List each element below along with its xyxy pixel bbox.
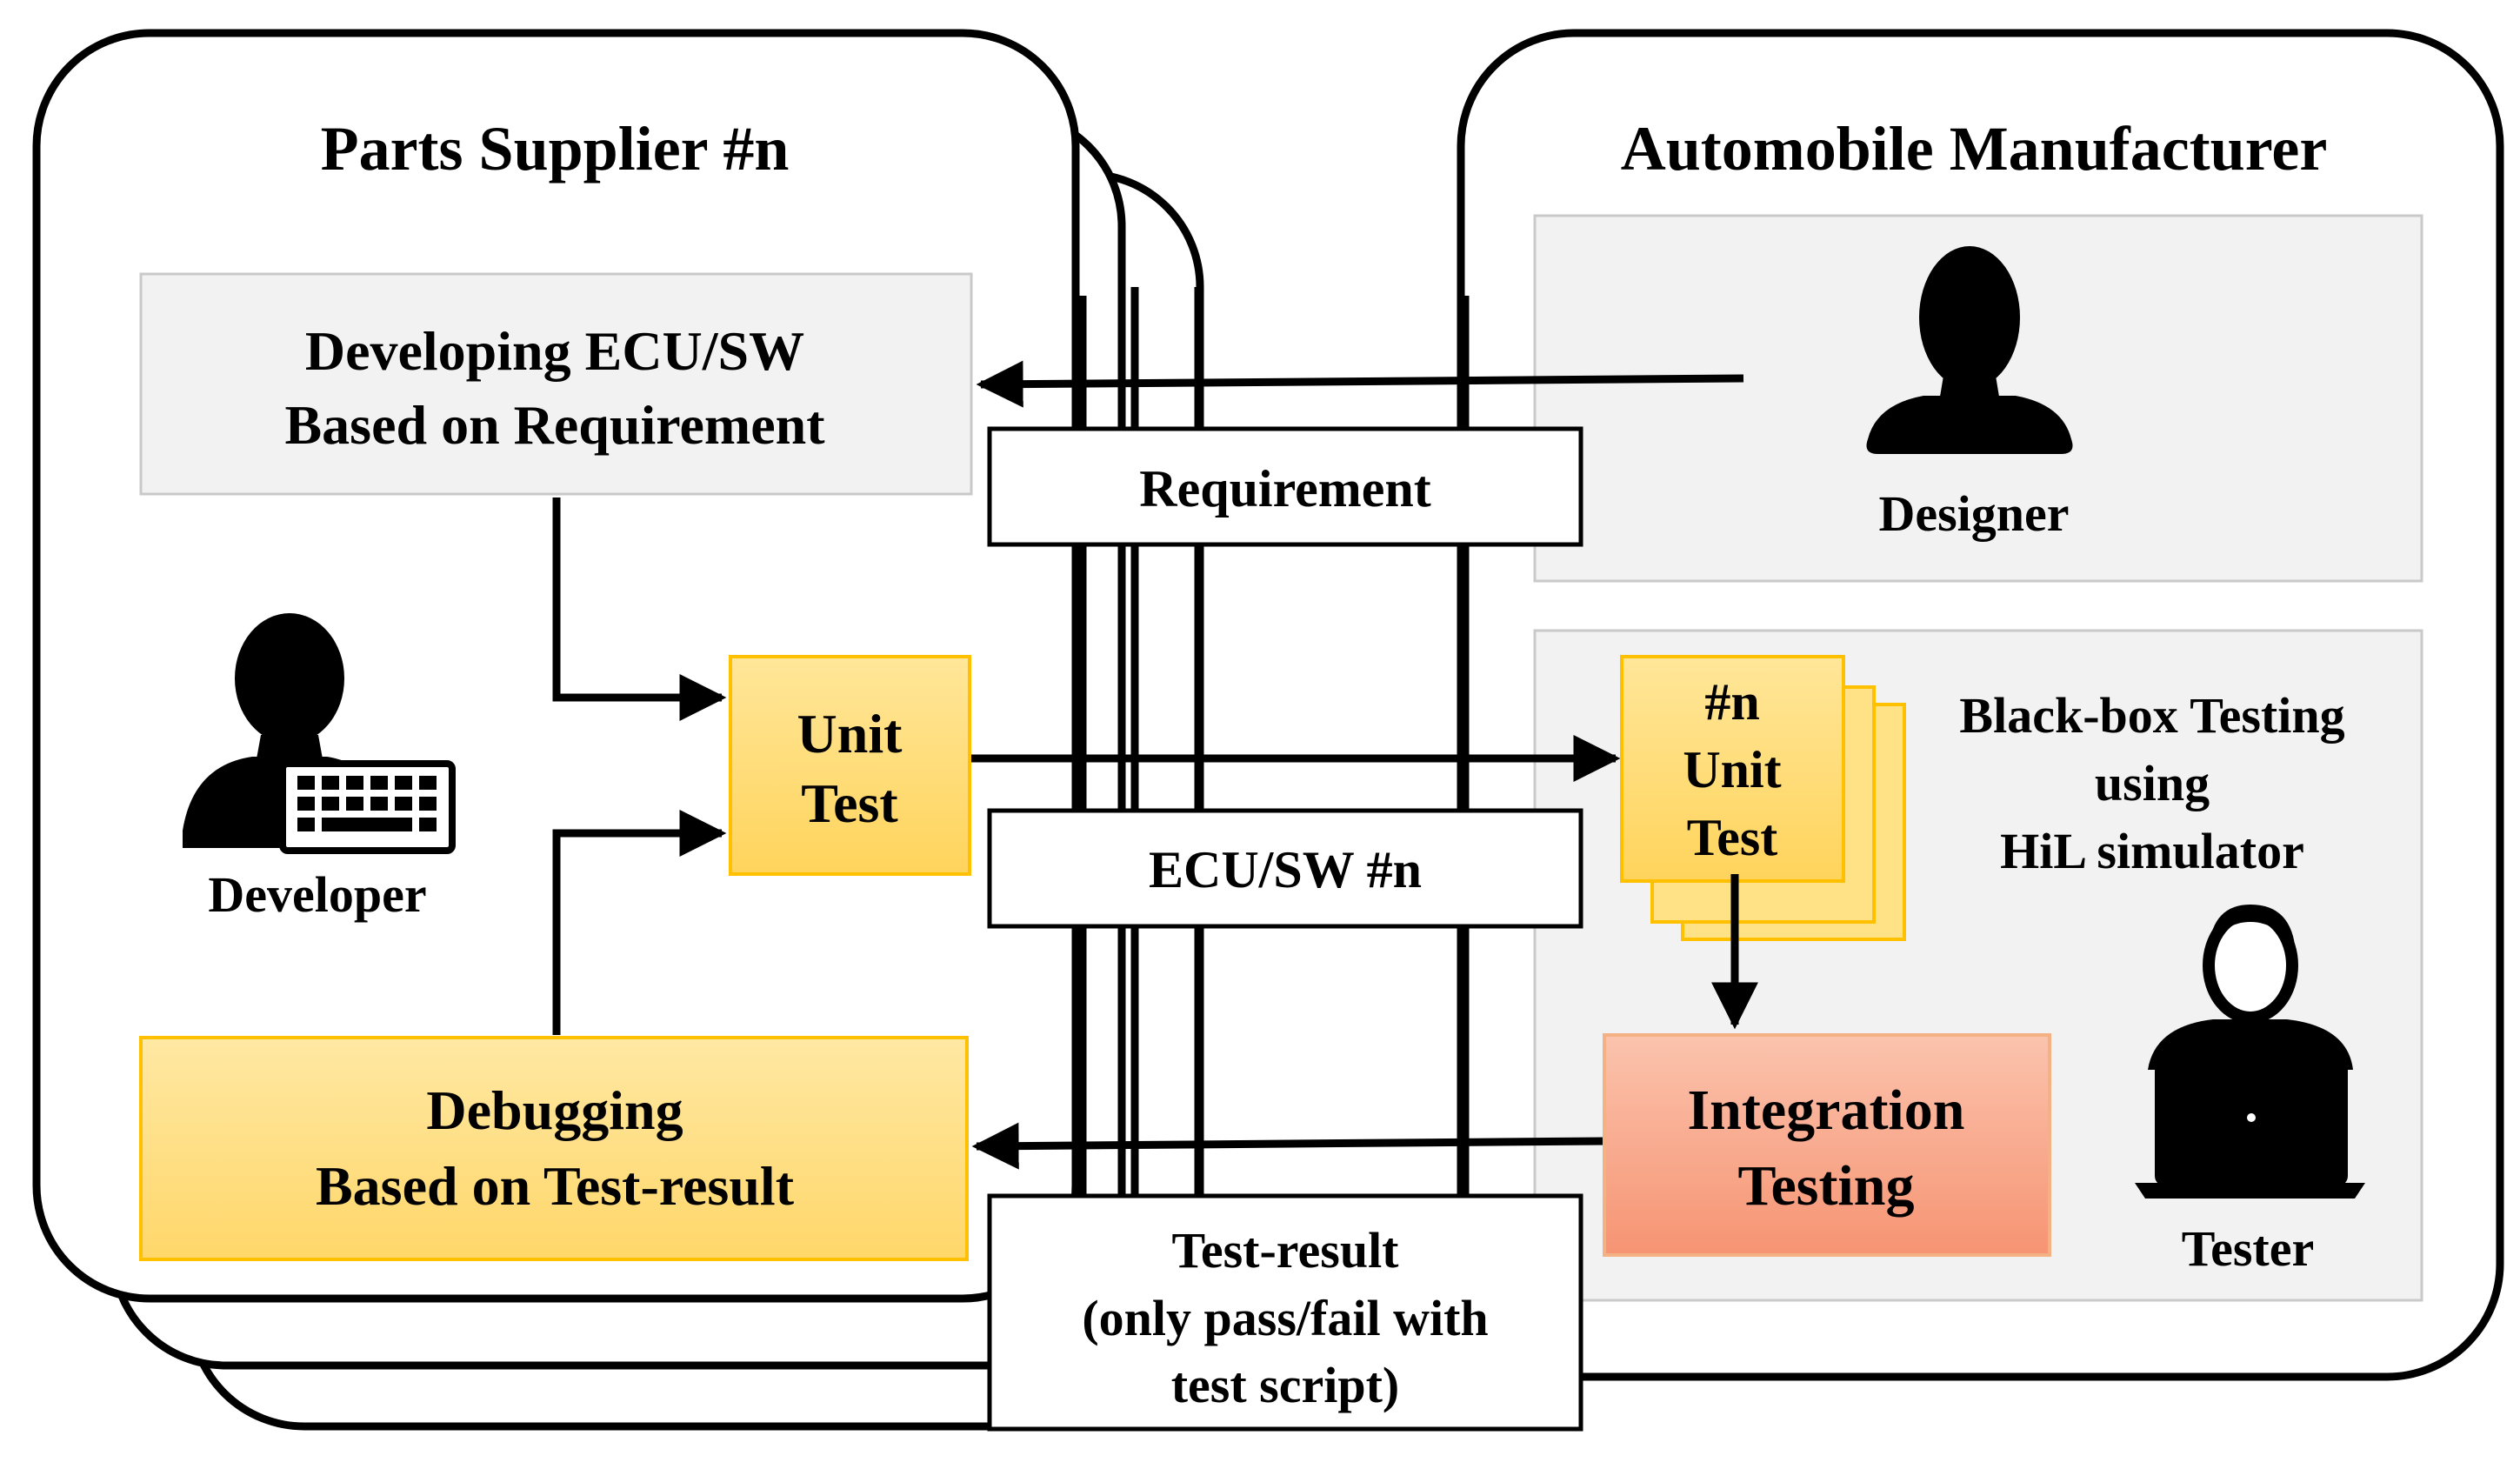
test-result-line-1: Test-result [1172, 1222, 1400, 1279]
unit-stack-line-2: Unit [1683, 741, 1781, 798]
person-with-keyboard-icon [183, 613, 456, 854]
blackbox-line-1: Black-box Testing [1959, 687, 2344, 744]
test-result-line-3: test script) [1171, 1357, 1400, 1413]
arrow-test-result [971, 1122, 1605, 1170]
integration-line-2: Testing [1738, 1154, 1915, 1218]
integration-line-1: Integration [1688, 1078, 1965, 1142]
person-silhouette-icon [1866, 246, 2073, 454]
debugging-box [139, 1036, 969, 1261]
designer-label: Designer [1878, 485, 2069, 542]
debugging-line-2: Based on Test-result [316, 1155, 795, 1217]
unit-test-line-1: Unit [797, 703, 903, 765]
unit-test-box [729, 655, 971, 876]
blackbox-line-2: using [2095, 755, 2210, 811]
requirement-box [987, 426, 1583, 547]
developing-box [139, 272, 973, 496]
supplier-title: Parts Supplier #n [321, 114, 790, 184]
unit-stack-line-3: Test [1687, 809, 1777, 866]
developing-line-2: Based on Requirement [284, 394, 825, 456]
arrow-requirement [976, 360, 1744, 408]
unit-test-line-2: Test [801, 772, 898, 834]
arrow-develop-to-unit [552, 497, 727, 721]
developing-line-1: Developing ECU/SW [305, 320, 804, 382]
developer-label: Developer [208, 866, 426, 923]
integration-box [1603, 1033, 2051, 1257]
ecu-sw-label: ECU/SW #n [1149, 841, 1422, 898]
arrow-debug-to-unit [552, 810, 727, 1035]
debugging-line-1: Debugging [426, 1079, 683, 1141]
ecu-sw-box [987, 808, 1583, 929]
unit-test-card-front [1620, 655, 1845, 883]
person-with-laptop-icon [2135, 905, 2365, 1199]
requirement-label: Requirement [1139, 460, 1431, 517]
unit-stack-line-1: #n [1704, 673, 1759, 731]
manufacturer-title: Automobile Manufacturer [1621, 114, 2328, 184]
test-result-box [987, 1193, 1583, 1432]
test-result-line-2: (only pass/fail with [1082, 1290, 1488, 1346]
blackbox-line-3: HiL simulator [2000, 823, 2304, 879]
tester-label: Tester [2182, 1220, 2314, 1277]
